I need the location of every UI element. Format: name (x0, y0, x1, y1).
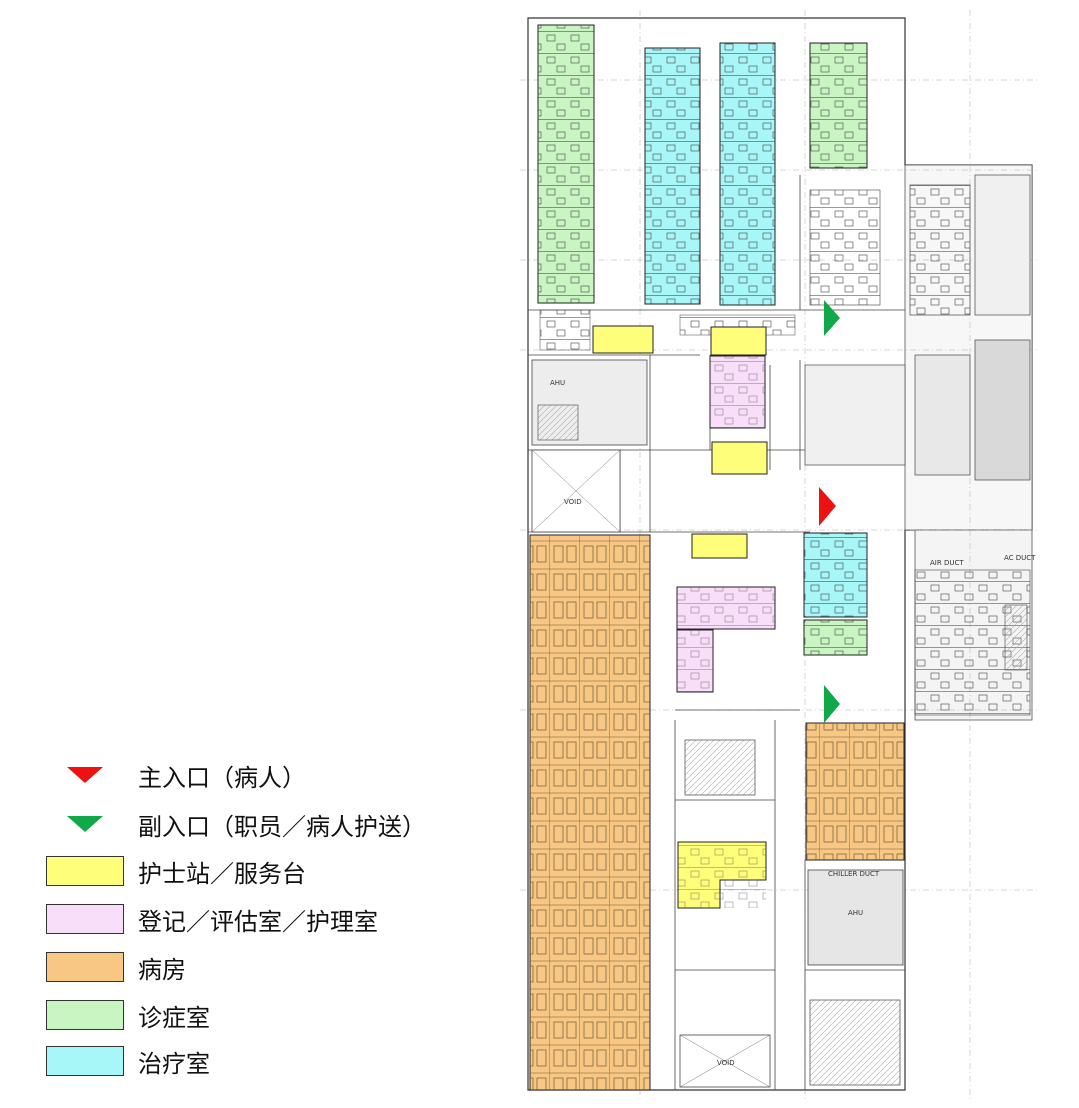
side-entrance-marker-top (824, 300, 840, 336)
legend-item-side-entrance: 副入口（职员／病人护送） (46, 806, 426, 842)
legend-label: 副入口（职员／病人护送） (138, 812, 426, 841)
yellow-swatch (46, 856, 124, 886)
consult-rooms (537, 24, 868, 656)
entrance-markers (819, 300, 840, 723)
green-triangle-icon (46, 809, 124, 839)
air-duct-label: AIR DUCT (930, 559, 964, 567)
orange-swatch (46, 952, 124, 982)
side-entrance-marker-bottom (824, 685, 840, 723)
pink-swatch (46, 904, 124, 934)
red-triangle-icon (46, 760, 124, 790)
ahu-bottom-label: AHU (848, 909, 863, 917)
void-top-label: VOID (564, 498, 582, 506)
legend-item-consult: 诊症室 (46, 997, 210, 1033)
nurse-stations (592, 325, 768, 909)
legend-label: 护士站／服务台 (138, 859, 306, 888)
treatment-rooms (644, 42, 868, 618)
legend-item-main-entrance: 主入口（病人） (46, 757, 306, 793)
ahu-top-label: AHU (550, 379, 565, 387)
legend: 主入口（病人） 副入口（职员／病人护送） 护士站／服务台 登记／评估室／护理室 … (0, 0, 520, 1108)
cyan-swatch (46, 1046, 124, 1076)
registration-rooms (676, 355, 776, 693)
wards (529, 534, 905, 1091)
legend-item-treatment: 治疗室 (46, 1043, 210, 1079)
ac-duct-label: AC DUCT (1004, 554, 1036, 562)
legend-item-registration: 登记／评估室／护理室 (46, 901, 378, 937)
floor-plan: AHU VOID VOID CHILLER DUCT AHU AIR DUCT … (520, 10, 1040, 1100)
floor-plan-drawing: AHU VOID VOID CHILLER DUCT AHU AIR DUCT … (520, 10, 1040, 1100)
void-bottom-label: VOID (717, 1059, 735, 1067)
chiller-duct-label: CHILLER DUCT (828, 870, 880, 878)
green-swatch (46, 1000, 124, 1030)
legend-label: 主入口（病人） (138, 763, 306, 792)
service-areas: AHU VOID VOID CHILLER DUCT AHU AIR DUCT … (531, 174, 1036, 1088)
legend-label: 病房 (138, 955, 186, 984)
main-entrance-marker (819, 487, 836, 526)
legend-label: 诊症室 (138, 1003, 210, 1032)
legend-item-ward: 病房 (46, 949, 186, 985)
legend-item-nurse-station: 护士站／服务台 (46, 853, 306, 889)
legend-label: 登记／评估室／护理室 (138, 907, 378, 936)
legend-label: 治疗室 (138, 1049, 210, 1078)
